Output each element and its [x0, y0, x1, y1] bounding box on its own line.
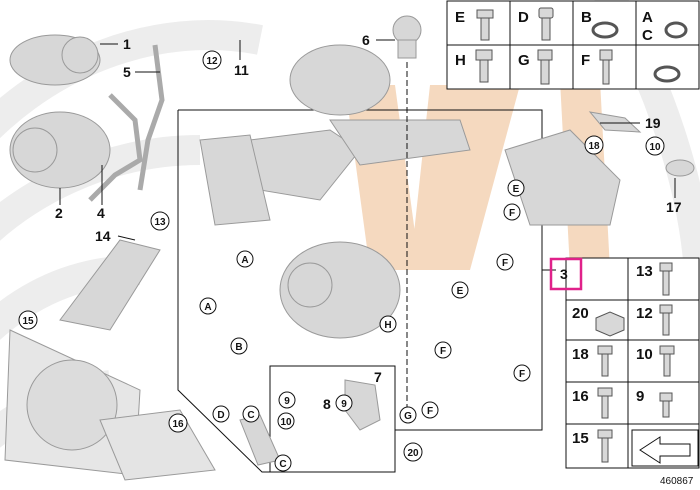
pipe-4 [88, 93, 143, 202]
callout-text: 12 13 15 16 18 10 20 9 9 10 A A B C C D … [22, 56, 661, 470]
legend-10: 10 [636, 346, 653, 363]
callout-g: G [404, 411, 412, 422]
callout-20: 20 [407, 448, 419, 459]
legend-15: 15 [572, 430, 589, 447]
legend-9: 9 [636, 388, 644, 405]
legend-13: 13 [636, 263, 653, 280]
part-label-5: 5 [123, 64, 131, 80]
callout-f3: F [440, 346, 446, 357]
callout-13: 13 [154, 217, 166, 228]
part-label-11: 11 [234, 62, 249, 78]
turbo-1 [9, 34, 101, 86]
legend-18: 18 [572, 346, 589, 363]
reference-number: 460867 [660, 476, 694, 487]
callout-10a: 10 [649, 142, 661, 153]
legend-20: 20 [572, 305, 589, 322]
legend-h: H [455, 52, 466, 69]
part-label-17: 17 [666, 199, 682, 215]
callout-f4: F [519, 369, 525, 380]
hose-center [199, 134, 271, 226]
part-label-14: 14 [95, 228, 111, 244]
bolt-e-icon [476, 9, 494, 41]
callout-f1: F [509, 208, 515, 219]
callout-18: 18 [588, 141, 600, 152]
legend-c: C [642, 27, 653, 44]
part-label-3: 3 [560, 266, 568, 282]
legend-right-grid: 13 20 12 18 10 16 9 15 [565, 257, 700, 469]
legend-f: F [581, 52, 590, 69]
washer-b-icon [591, 21, 619, 39]
legend-a: A [642, 9, 653, 26]
callout-9b: 9 [341, 399, 347, 410]
callout-15: 15 [22, 316, 34, 327]
legend-b: B [581, 9, 592, 26]
callout-d: D [217, 410, 224, 421]
callout-e2: E [457, 286, 464, 297]
part-label-2: 2 [55, 205, 63, 221]
part-label-7: 7 [374, 369, 382, 385]
legend-e: E [455, 9, 465, 26]
bolt-h-icon [475, 49, 493, 83]
callout-f5: F [427, 406, 433, 417]
leader-lines [59, 39, 676, 410]
part-label-4: 4 [97, 205, 105, 221]
callout-f2: F [502, 258, 508, 269]
clamp-17 [665, 159, 695, 177]
legend-d: D [518, 9, 529, 26]
bolt-d-icon [538, 7, 554, 41]
callout-a2: A [204, 302, 211, 313]
highlight-box-3 [549, 257, 583, 291]
part-label-6: 6 [362, 32, 370, 48]
hose-c [239, 414, 281, 466]
callouts [18, 50, 665, 472]
turbo-center [279, 241, 401, 339]
turbo-2 [9, 111, 111, 189]
part-label-19: 19 [645, 115, 661, 131]
callout-9a: 9 [284, 396, 290, 407]
vacuum-unit-6 [392, 15, 422, 59]
callout-10b: 10 [280, 417, 292, 428]
clamp-a-icon [664, 21, 688, 39]
callout-e1: E [513, 184, 520, 195]
hose-14 [59, 239, 161, 331]
washer-f-icon [653, 65, 681, 83]
legend-16: 16 [572, 388, 589, 405]
legend-12: 12 [636, 305, 653, 322]
callout-h: H [384, 320, 391, 331]
part-label-1: 1 [123, 36, 131, 52]
callout-c2: C [279, 459, 286, 470]
part-label-8: 8 [323, 396, 331, 412]
bolt-g-icon [537, 49, 553, 85]
bracket-19 [588, 111, 642, 133]
stud-gf-icon [599, 49, 613, 85]
hardware-icons [595, 262, 675, 463]
turbo-top [289, 44, 391, 116]
legend-top-grid: E D B A C H G F [446, 0, 700, 90]
legend-g: G [518, 52, 530, 69]
manifold [249, 119, 471, 201]
radiator-15 [4, 329, 141, 476]
callout-c1: C [247, 410, 254, 421]
callout-16: 16 [172, 419, 184, 430]
arrow-icon [631, 429, 699, 467]
callout-a1: A [241, 255, 248, 266]
callout-b: B [235, 342, 242, 353]
callout-12: 12 [206, 56, 218, 67]
